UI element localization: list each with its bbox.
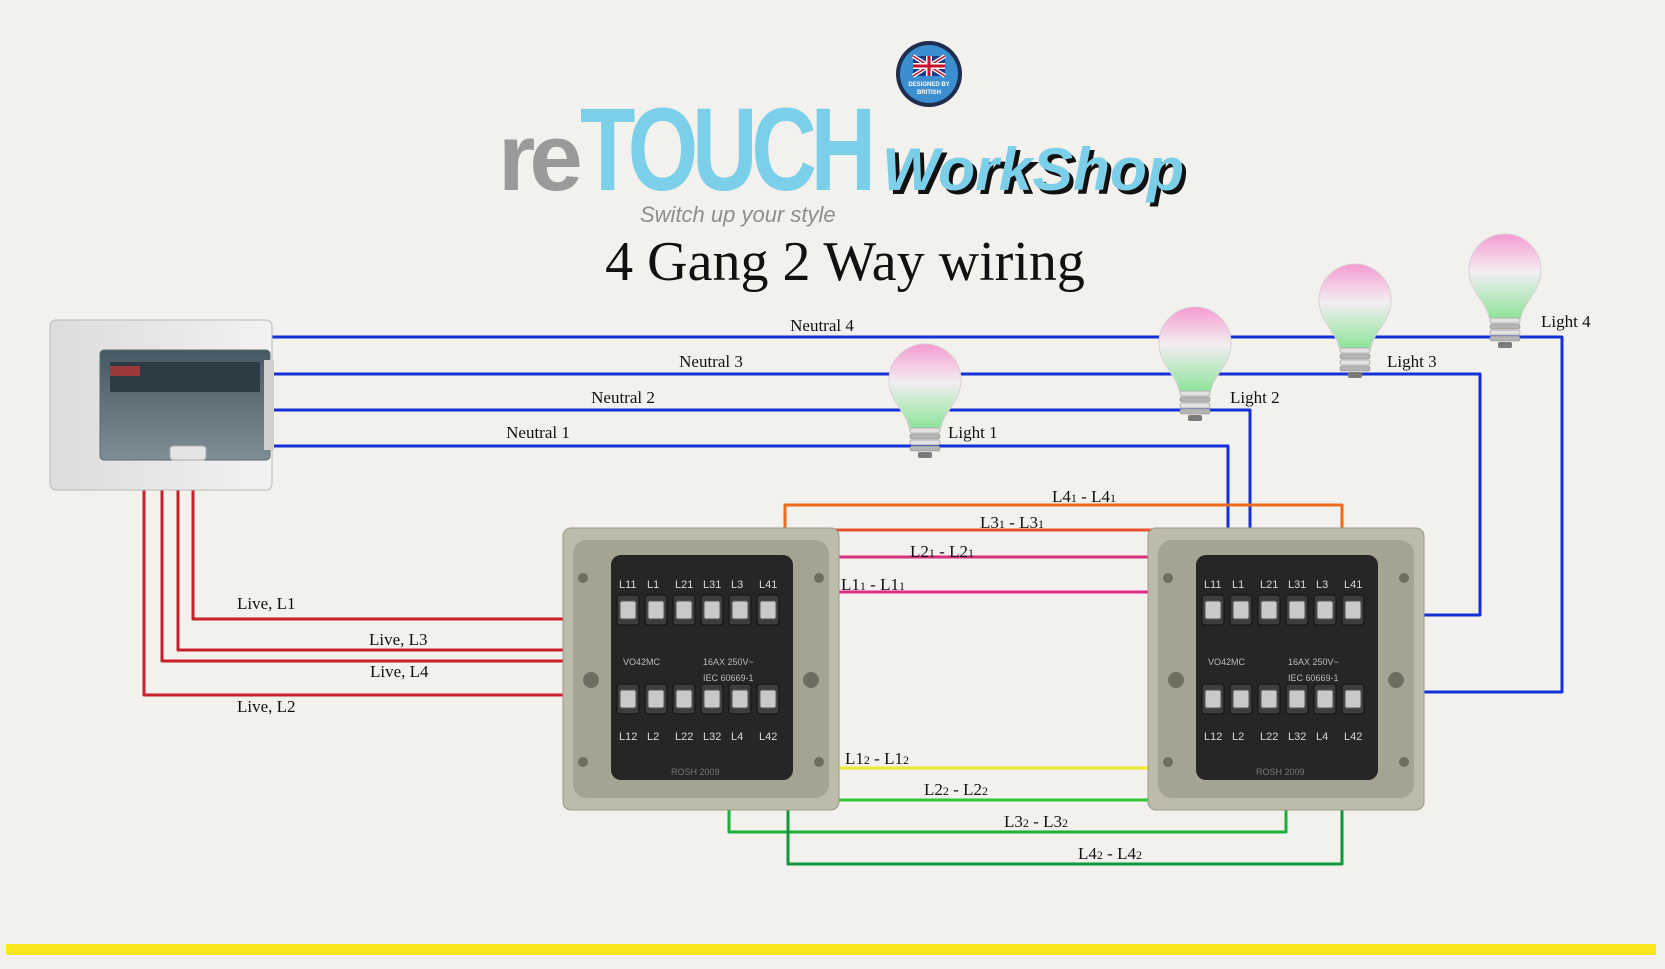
strapper-top-label: L31 - L31 [980, 513, 1044, 532]
rating-label: 16AX 250V~ [1288, 657, 1339, 667]
brand-prefix: re [498, 104, 580, 211]
terminal-label: L42 [1344, 731, 1362, 743]
badge-text-1: DESIGNED BY [908, 82, 949, 88]
bulbs [888, 233, 1542, 458]
light-4-bulb [1468, 233, 1542, 348]
badge-text-2: BRITISH [917, 90, 941, 96]
terminal-label: L11 [1204, 579, 1222, 591]
wire-labels: Neutral 4 Neutral 3 Neutral 2 Neutral 1 Ligh… [237, 312, 1591, 863]
terminal-label: L3 [731, 579, 743, 591]
live-label: Live, L2 [237, 697, 296, 716]
designed-by-british-badge: DESIGNED BY BRITISH [896, 41, 962, 107]
standard-label: IEC 60669-1 [703, 673, 754, 683]
terminal-label: L22 [675, 731, 693, 743]
rating-label: 16AX 250V~ [703, 657, 754, 667]
light-1-bulb [888, 343, 962, 458]
neutral-label: Neutral 3 [679, 352, 743, 371]
terminal-label: L11 [619, 579, 637, 591]
strapper-top-label: L21 - L21 [910, 542, 974, 561]
live-l1-wire [191, 482, 656, 621]
neutral-label: Neutral 4 [790, 316, 854, 335]
light-label: Light 4 [1541, 312, 1591, 331]
terminal-label: L31 [1288, 579, 1306, 591]
live-label: Live, L4 [370, 662, 429, 681]
terminal-label: L1 [1232, 579, 1244, 591]
consumer-unit [49, 319, 274, 491]
live-l2-wire [142, 482, 628, 697]
terminal-label: L21 [675, 579, 693, 591]
terminal-label: L31 [703, 579, 721, 591]
terminal-label: L12 [1204, 731, 1222, 743]
terminal-label: L42 [759, 731, 777, 743]
diagram-title: 4 Gang 2 Way wiring [605, 231, 1085, 293]
rohs-label: ROSH 2009 [1256, 767, 1305, 777]
live-label: Live, L1 [237, 594, 296, 613]
terminal-label: L2 [647, 731, 659, 743]
light-label: Light 3 [1387, 352, 1437, 371]
brand-suffix: WorkShop [882, 136, 1184, 203]
brand-tagline: Switch up your style [640, 202, 836, 227]
neutral-4-wire [270, 335, 1564, 694]
terminal-label: L22 [1260, 731, 1278, 743]
terminal-label: L32 [703, 731, 721, 743]
terminal-label: L4 [731, 731, 743, 743]
live-label: Live, L3 [369, 630, 428, 649]
neutral-label: Neutral 2 [591, 388, 655, 407]
strapper-bottom-label: L22 - L22 [924, 780, 988, 799]
terminal-label: L2 [1232, 731, 1244, 743]
model-label: VO42MC [623, 657, 661, 667]
rohs-label: ROSH 2009 [671, 767, 720, 777]
light-3-bulb [1318, 263, 1392, 378]
terminal-label: L32 [1288, 731, 1306, 743]
terminal-label: L41 [759, 579, 777, 591]
strapper-bottom-label: L42 - L42 [1078, 844, 1142, 863]
terminal-label: L21 [1260, 579, 1278, 591]
strapper-bottom-label: L12 - L12 [845, 749, 909, 768]
light-2-bulb [1158, 306, 1232, 421]
terminal-label: L12 [619, 731, 637, 743]
footer-bar [6, 944, 1656, 955]
strapper-bottom-label: L32 - L32 [1004, 812, 1068, 831]
standard-label: IEC 60669-1 [1288, 673, 1339, 683]
light-label: Light 2 [1230, 388, 1280, 407]
neutral-label: Neutral 1 [506, 423, 570, 442]
light-label: Light 1 [948, 423, 998, 442]
strapper-top-label: L41 - L41 [1052, 487, 1116, 506]
terminal-label: L3 [1316, 579, 1328, 591]
terminal-label: L4 [1316, 731, 1328, 743]
brand-suffix-shadow: WorkShop [886, 140, 1188, 207]
brand-main: TOUCH [580, 84, 871, 216]
model-label: VO42MC [1208, 657, 1246, 667]
terminal-label: L41 [1344, 579, 1362, 591]
brand-logo: re TOUCH WorkShop WorkShop Switch up you… [498, 41, 1188, 227]
strapper-top-label: L11 - L11 [841, 575, 905, 594]
terminal-label: L1 [647, 579, 659, 591]
